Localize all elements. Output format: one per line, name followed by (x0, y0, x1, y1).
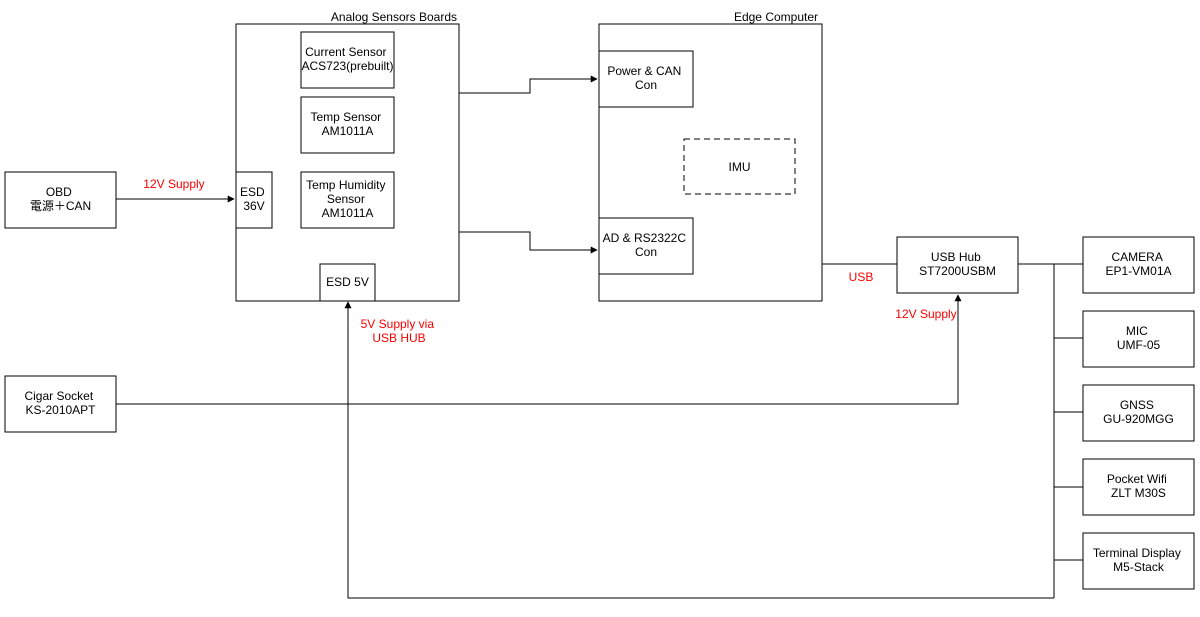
supply-5v-annotation: 5V Supply via USB HUB (361, 317, 438, 345)
imu-block: IMU (683, 138, 796, 195)
terminal-display-label: Terminal Display M5-Stack (1093, 546, 1184, 574)
terminal-display-block: Terminal Display M5-Stack (1082, 532, 1195, 590)
current-sensor-block: Current Sensor ACS723(prebuilt) (300, 31, 395, 89)
power-can-connector-label: Power & CAN Con (607, 64, 684, 92)
mic-block: MIC UMF-05 (1082, 310, 1195, 368)
usb-hub-label: USB Hub ST7200USBM (919, 250, 996, 278)
esd-5v-block: ESD 5V (319, 263, 376, 302)
analog-to-ad-rs-wire (459, 231, 598, 254)
analog-sensors-board-title: Analog Sensors Boards (331, 10, 457, 24)
bus-to-esd5-wire (344, 301, 1054, 599)
ad-rs-connector-block: AD & RS2322C Con (598, 217, 694, 275)
edge-computer-title: Edge Computer (734, 10, 818, 24)
imu-label: IMU (729, 160, 751, 174)
connectors (116, 75, 1083, 599)
esd-36v-label: ESD 36V (240, 185, 268, 213)
gnss-block: GNSS GU-920MGG (1082, 384, 1195, 442)
usb-annotation: USB (849, 270, 874, 284)
supply-12v-obd-annotation: 12V Supply (143, 177, 204, 191)
esd-36v-block: ESD 36V (235, 171, 273, 229)
temp-sensor-label: Temp Sensor AM1011A (310, 110, 384, 138)
camera-label: CAMERA EP1-VM01A (1105, 250, 1171, 278)
pocket-wifi-label: Pocket Wifi ZLT M30S (1107, 472, 1170, 500)
camera-block: CAMERA EP1-VM01A (1082, 236, 1195, 294)
esd-5v-label: ESD 5V (326, 275, 369, 289)
gnss-label: GNSS GU-920MGG (1103, 398, 1174, 426)
usb-hub-block: USB Hub ST7200USBM (896, 236, 1019, 294)
pocket-wifi-block: Pocket Wifi ZLT M30S (1082, 458, 1195, 516)
temp-humidity-sensor-label: Temp Humidity Sensor AM1011A (306, 178, 389, 220)
cigar-socket-label: Cigar Socket KS-2010APT (24, 389, 96, 417)
ad-rs-connector-label: AD & RS2322C Con (603, 231, 690, 259)
analog-to-power-can-wire (459, 75, 598, 94)
temp-humidity-sensor-block: Temp Humidity Sensor AM1011A (300, 171, 395, 229)
power-can-connector-block: Power & CAN Con (598, 50, 694, 108)
current-sensor-label: Current Sensor ACS723(prebuilt) (301, 45, 393, 73)
supply-12v-hub-annotation: 12V Supply (895, 307, 956, 321)
obd-label: OBD 電源＋CAN (30, 185, 91, 213)
cigar-socket-block: Cigar Socket KS-2010APT (4, 375, 117, 433)
mic-label: MIC UMF-05 (1117, 324, 1161, 352)
cigar-to-usb-hub-wire (116, 294, 962, 405)
obd-block: OBD 電源＋CAN (4, 171, 117, 229)
temp-sensor-block: Temp Sensor AM1011A (300, 96, 395, 154)
